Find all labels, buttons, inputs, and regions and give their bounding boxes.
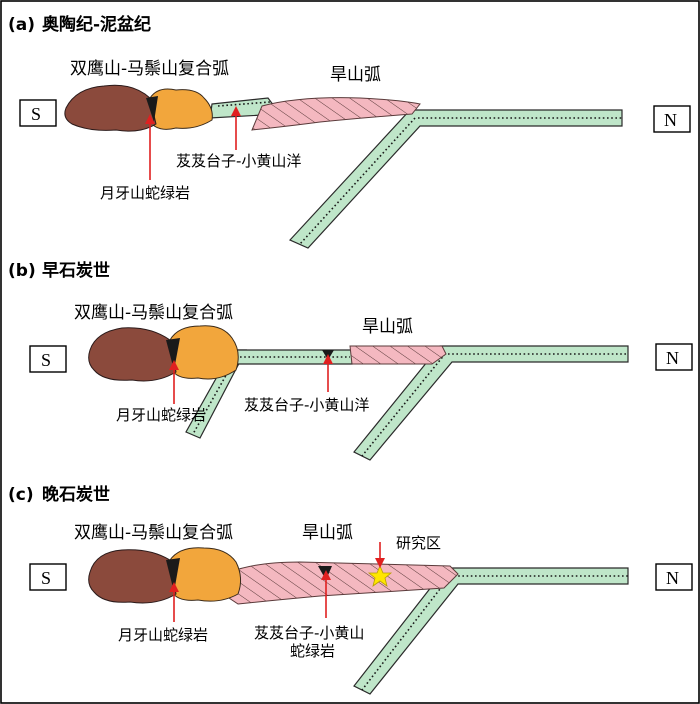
panel-b-north-label: N (666, 348, 679, 368)
panel-b-ocean-label: 芨芨台子-小黄山洋 (244, 396, 369, 414)
red-arrow-icon (375, 558, 385, 568)
panel-c-letter: (c) (8, 485, 34, 505)
red-arrow-icon (169, 360, 179, 370)
panel-a-arc-complex-label: 双鹰山-马鬃山复合弧 (70, 58, 229, 79)
panel-a-orange-block (149, 88, 213, 130)
panel-b-period: 早石炭世 (42, 260, 110, 281)
red-arrow-icon (323, 354, 333, 364)
panel-c-ophiolite-label-line2: 蛇绿岩 (290, 642, 335, 660)
panel-b-hanshan-arc (349, 345, 447, 365)
panel-b-south-label: S (41, 350, 51, 370)
panel-c-subducting-slab (353, 567, 629, 695)
panel-c-north-label: N (666, 568, 679, 588)
panel-b-arc-complex-label: 双鹰山-马鬃山复合弧 (74, 302, 233, 323)
panel-b-letter: (b) (8, 261, 36, 281)
panel-c-ophiolite-wedge (166, 558, 180, 592)
star-icon (367, 564, 393, 587)
panel-c-hanshan-arc (225, 561, 459, 605)
panel-a-ophiolite-label: 月牙山蛇绿岩 (100, 184, 190, 202)
panel-a-south-box (19, 99, 57, 127)
panel-b-ophiolite-label: 月牙山蛇绿岩 (116, 406, 206, 424)
panel-c-orange-block (169, 547, 242, 602)
panel-c-ophiolite-yueyashan-label: 月牙山蛇绿岩 (118, 626, 208, 644)
panel-a-hanshan-arc-label: 旱山弧 (330, 65, 381, 85)
panel-a-brown-block (64, 84, 157, 132)
panel-b-orange-block (169, 325, 239, 380)
panel-b-south-box (29, 345, 67, 373)
panel-c-brown-block (88, 549, 177, 604)
panel-c-hanshan-arc-label: 旱山弧 (302, 523, 353, 543)
panel-c-period: 晚石炭世 (42, 484, 110, 505)
panel-a-south-label: S (31, 104, 41, 124)
panel-a-north-label: N (664, 110, 677, 130)
panel-a-ocean-label: 芨芨台子-小黄山洋 (176, 152, 301, 170)
panel-b: (b) 早石炭世 双鹰山-马鬃山复合弧 旱山弧 S N 芨芨台子-小黄山 (8, 260, 693, 461)
panel-c-ophiolite-label-line1: 芨芨台子-小黄山 (254, 624, 364, 642)
panel-a-letter: (a) (8, 15, 35, 35)
panel-c-south-label: S (41, 568, 51, 588)
panel-a-north-box (653, 105, 691, 133)
panel-c: (c) 晚石炭世 双鹰山-马鬃山复合弧 旱山弧 S N 研究区 芨芨台子-小黄山 (8, 484, 693, 695)
panel-c-arc-complex-label: 双鹰山-马鬃山复合弧 (74, 522, 233, 543)
panel-b-hanshan-arc-label: 旱山弧 (362, 317, 413, 337)
panel-b-subducting-slab (353, 345, 629, 461)
panel-a-ophiolite-wedge (146, 96, 158, 122)
red-arrow-icon (145, 114, 155, 124)
panel-c-north-box (655, 563, 693, 591)
panel-a-subducting-slab (288, 109, 623, 249)
red-arrow-icon (231, 106, 241, 116)
panel-b-north-box (655, 343, 693, 371)
panel-a: (a) 奥陶纪-泥盆纪 双鹰山-马鬃山复合弧 旱山弧 S N 芨芨台子-小黄山洋… (8, 14, 691, 249)
panel-a-period: 奥陶纪-泥盆纪 (42, 14, 151, 35)
red-arrow-icon (321, 570, 331, 580)
panel-a-hanshan-arc (251, 97, 421, 131)
panel-c-study-area-label: 研究区 (396, 534, 441, 552)
panel-b-ophiolite-wedge (166, 338, 180, 370)
panel-c-south-box (29, 563, 67, 591)
panel-b-brown-block (88, 327, 177, 382)
red-arrow-icon (169, 582, 179, 592)
